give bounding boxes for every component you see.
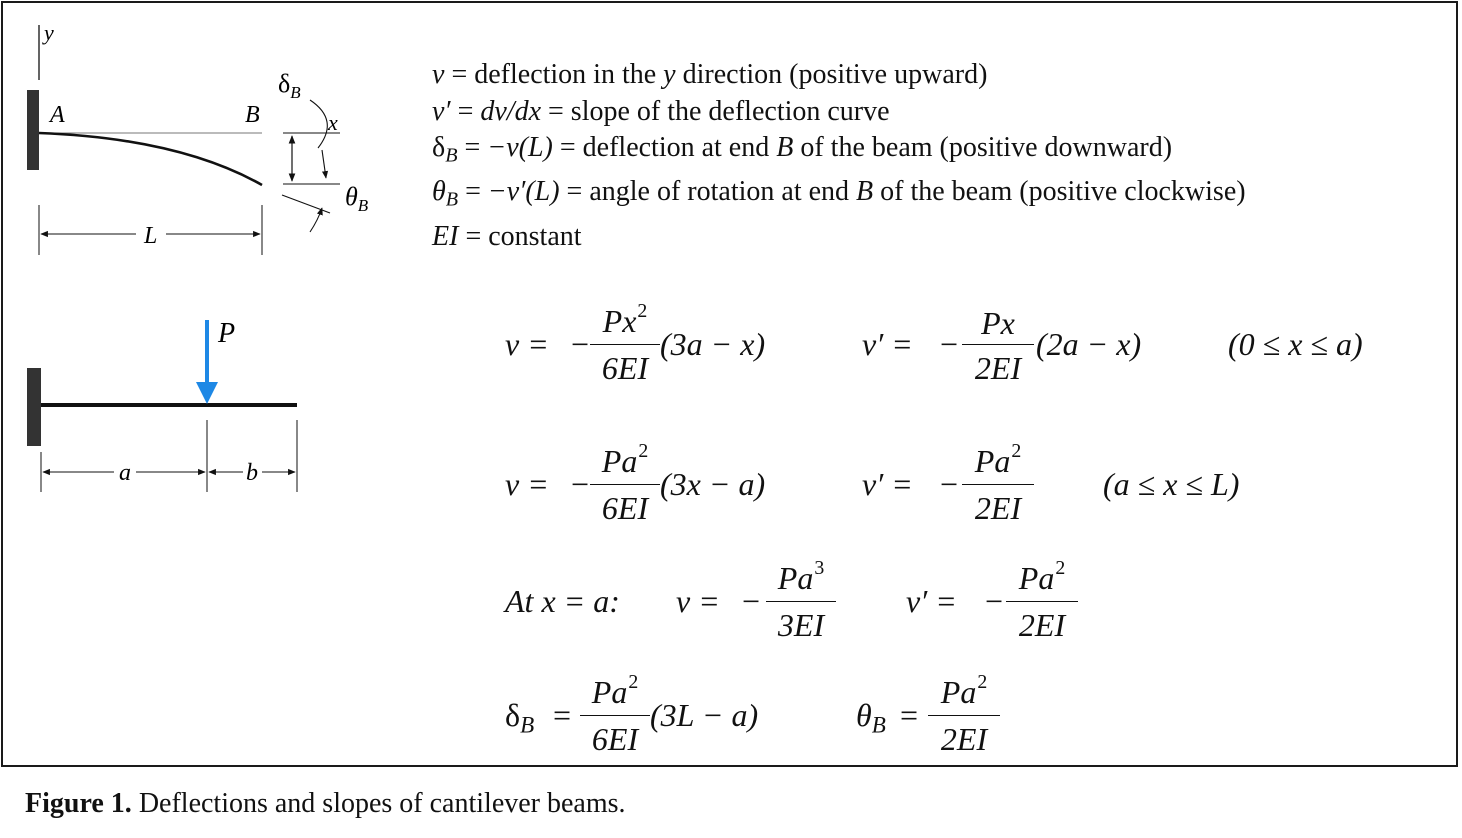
fraction-pa2-2ei-c: Pa2 2EI bbox=[928, 671, 1000, 761]
fraction-pa2-6ei-b: Pa2 6EI bbox=[580, 671, 650, 761]
y-axis-label: y bbox=[42, 20, 54, 45]
deflected-beam-curve bbox=[38, 131, 263, 187]
definition-v-prime: v′ = dv/dx = slope of the deflection cur… bbox=[432, 95, 890, 127]
delta-pointer-arrow bbox=[321, 149, 329, 179]
x-label: x bbox=[327, 110, 338, 135]
fraction-px-2ei: Px 2EI bbox=[962, 305, 1034, 395]
theta-b-label: θB bbox=[345, 182, 369, 215]
fraction-pa2-6ei: Pa2 6EI bbox=[590, 440, 660, 530]
point-load-beam-diagram: P a b bbox=[27, 318, 298, 492]
caption-text: Deflections and slopes of cantilever bea… bbox=[131, 788, 626, 819]
tangent-line bbox=[281, 194, 331, 214]
wall-support bbox=[27, 368, 41, 446]
figure-caption: Figure 1. Deflections and slopes of cant… bbox=[25, 788, 626, 820]
theta-b-symbol: θB bbox=[856, 697, 886, 738]
length-label: L bbox=[143, 223, 157, 249]
fraction-pa2-2ei: Pa2 2EI bbox=[962, 440, 1034, 530]
dim-a-label: a bbox=[119, 460, 131, 486]
dim-b-label: b bbox=[246, 460, 258, 486]
fraction-px2-6ei: Px2 6EI bbox=[590, 300, 660, 390]
figure-frame bbox=[1, 1, 1458, 767]
range-label-2: (a ≤ x ≤ L) bbox=[1103, 466, 1240, 502]
definition-v: v = deflection in the y direction (posit… bbox=[432, 59, 988, 90]
load-arrow-head bbox=[196, 382, 218, 404]
fraction-pa2-2ei-b: Pa2 2EI bbox=[1006, 557, 1078, 647]
load-label: P bbox=[217, 318, 235, 349]
definition-ei: EI = constant bbox=[432, 220, 582, 252]
delta-b-label: δB bbox=[278, 69, 301, 102]
point-a-label: A bbox=[48, 102, 65, 128]
fraction-pa3-3ei: Pa3 3EI bbox=[766, 557, 836, 647]
wall-support bbox=[27, 90, 39, 170]
range-label-1: (0 ≤ x ≤ a) bbox=[1228, 326, 1363, 362]
caption-label: Figure 1. bbox=[25, 788, 132, 819]
rotation-arc-arrow bbox=[309, 207, 323, 233]
definition-delta-b: δB = −v(L) = deflection at end B of the … bbox=[432, 132, 1173, 167]
x-pointer-curve bbox=[309, 99, 328, 149]
definition-list: v = deflection in the y direction (posit… bbox=[432, 57, 1246, 255]
delta-b-symbol: δB bbox=[505, 697, 535, 738]
cantilever-deflection-diagram: y A B δB x θB L bbox=[27, 20, 369, 255]
point-b-label: B bbox=[245, 102, 260, 128]
definition-theta-b: θB = −v′(L) = angle of rotation at end B… bbox=[432, 176, 1246, 212]
